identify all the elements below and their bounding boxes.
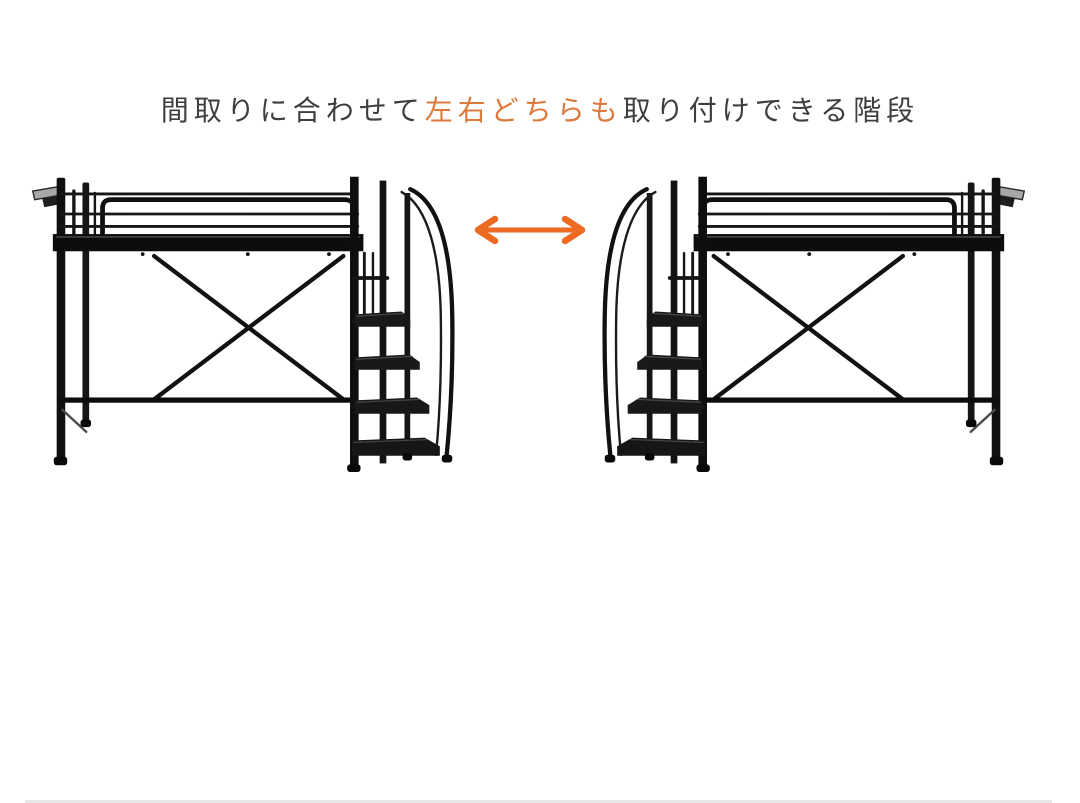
headline: 間取りに合わせて左右どちらも取り付けできる階段 (0, 93, 1080, 128)
loft-bed-stairs-on-left-illustration (599, 171, 1029, 472)
left-right-double-arrow-icon (464, 214, 596, 246)
double-arrow-svg (474, 215, 586, 245)
headline-highlight: 左右どちらも (424, 94, 623, 127)
headline-prefix: 間取りに合わせて (160, 94, 425, 127)
section-divider (25, 800, 1052, 803)
loft-bed-illustration-mirrored-svg (599, 171, 1029, 472)
loft-bed-stairs-on-right-illustration (28, 171, 458, 472)
headline-suffix: 取り付けできる階段 (622, 94, 920, 127)
loft-bed-illustration-svg (28, 171, 458, 472)
